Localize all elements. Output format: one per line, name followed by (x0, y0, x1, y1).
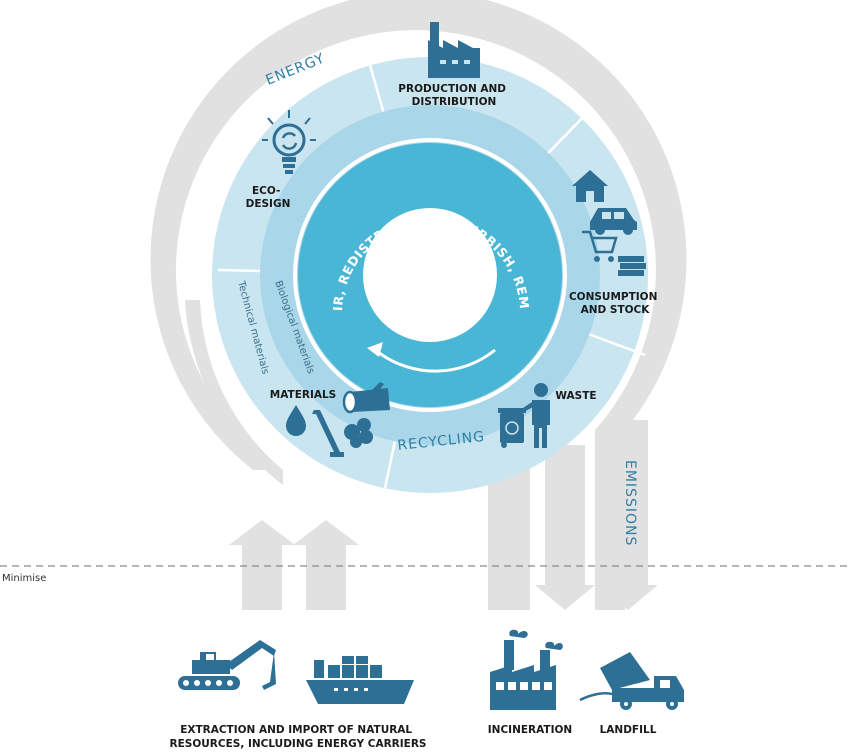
emissions-label: EMISSIONS (622, 460, 638, 546)
input-arrow-1 (229, 520, 295, 610)
circle-rings (212, 57, 648, 493)
incineration-label: INCINERATION (488, 724, 572, 736)
person-bin-icon (498, 383, 550, 448)
car-icon (590, 208, 637, 235)
consumption-label: CONSUMPTION AND STOCK (569, 291, 661, 316)
waste-label: WASTE (555, 390, 596, 402)
lightbulb-icon (262, 110, 316, 174)
incinerator-icon (490, 629, 563, 710)
factory-icon (428, 22, 480, 78)
materials-band (185, 300, 283, 485)
log-icon (342, 382, 390, 414)
materials-label: MATERIALS (270, 389, 336, 401)
house-icon (572, 170, 608, 202)
incineration-arrow (535, 445, 595, 610)
landfill-label: LANDFILL (600, 724, 657, 736)
ore-icon (344, 418, 373, 448)
dump-truck-icon (579, 652, 684, 710)
minimise-label: Minimise (2, 573, 46, 584)
ring-hole (363, 208, 497, 342)
production-label: PRODUCTION AND DISTRIBUTION (398, 83, 509, 108)
input-arrow-2 (293, 520, 359, 610)
beam-icon (312, 410, 344, 457)
cart-icon (582, 230, 618, 262)
drop-icon (286, 405, 306, 436)
landfill-arrow (598, 420, 658, 610)
cycle-arrow (377, 348, 496, 373)
ecodesign-label: ECO- DESIGN (246, 185, 291, 210)
extraction-label: EXTRACTION AND IMPORT OF NATURAL RESOURC… (170, 724, 427, 750)
money-icon (618, 256, 646, 276)
excavator-icon (178, 640, 276, 690)
ship-icon (306, 656, 414, 704)
